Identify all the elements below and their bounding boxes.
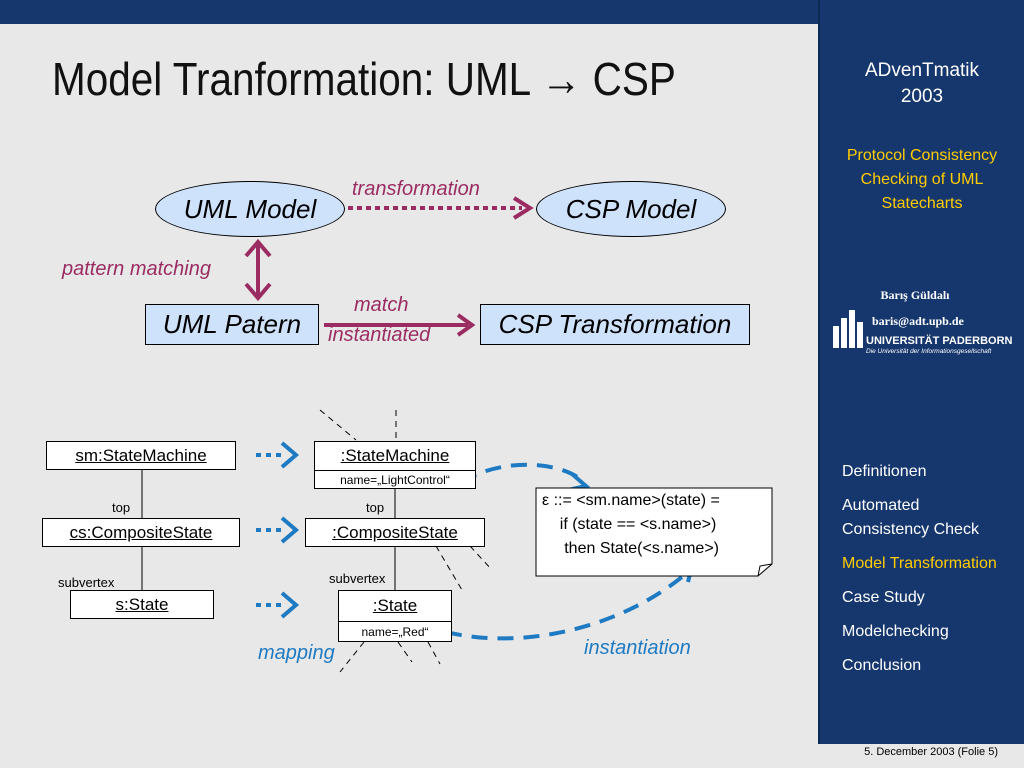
nav-consistency-check[interactable]: Consistency Check	[842, 521, 979, 538]
sidebar	[820, 0, 1024, 744]
csp-transformation-node: CSP Transformation	[480, 304, 750, 345]
left-top-label: top	[112, 500, 131, 515]
subtitle-line: Protocol Consistency	[846, 147, 998, 164]
right-top-label: top	[366, 500, 385, 515]
note-line: then State(<s.name>)	[542, 540, 719, 557]
mapping-label: mapping	[258, 642, 335, 664]
slide-title: Model Tranformation: UML → CSP	[52, 53, 676, 105]
instantiated-label: instantiated	[328, 324, 431, 346]
nav-definitionen[interactable]: Definitionen	[842, 463, 927, 480]
note-line: if (state == <s.name>)	[542, 516, 717, 533]
uml-model-node: UML Model	[155, 181, 345, 237]
s-state-label: s:State	[115, 595, 169, 614]
compositestate-instance-box: :CompositeState	[305, 518, 485, 547]
csp-model-label: CSP Model	[565, 193, 697, 224]
right-subvertex-label: subvertex	[329, 571, 386, 586]
note-line: ε ::= <sm.name>(state) =	[542, 492, 720, 509]
cs-compositestate-box: cs:CompositeState	[42, 518, 240, 547]
nav-model-transformation[interactable]: Model Transformation	[842, 555, 997, 572]
talk-subtitle: Protocol Consistency Checking of UML Sta…	[820, 144, 1024, 216]
nav-conclusion[interactable]: Conclusion	[842, 657, 922, 674]
csp-transformation-label: CSP Transformation	[498, 309, 732, 339]
statemachine-name-attr: name=„LightControl“	[315, 470, 475, 489]
university-name: UNIVERSITÄT PADERBORN	[866, 335, 1013, 347]
uml-patern-node: UML Patern	[145, 304, 319, 345]
author-email[interactable]: baris@adt.upb.de	[872, 314, 964, 328]
slide-footer: 5. December 2003 (Folie 5)	[864, 746, 998, 758]
pattern-matching-arrowhead-down	[244, 282, 272, 302]
state-name-attr: name=„Red“	[339, 621, 451, 642]
sm-statemachine-box: sm:StateMachine	[46, 441, 236, 470]
uml-patern-label: UML Patern	[162, 309, 302, 339]
transformation-arrowhead	[512, 196, 534, 220]
match-label: match	[354, 294, 409, 316]
sidebar-divider	[818, 0, 820, 744]
sm-statemachine-label: sm:StateMachine	[75, 446, 207, 465]
conference-name: ADvenTmatik	[864, 60, 980, 81]
nav-modelchecking[interactable]: Modelchecking	[842, 623, 949, 640]
state-instance-box: :State name=„Red“	[338, 590, 452, 642]
match-arrowhead	[456, 313, 476, 337]
compositestate-instance-label: :CompositeState	[332, 523, 458, 542]
state-instance-label: :State	[372, 596, 418, 615]
pattern-matching-arrowhead-up	[244, 238, 272, 258]
csp-model-node: CSP Model	[536, 181, 726, 237]
nav-automated[interactable]: Automated	[842, 497, 920, 514]
university-tagline: Die Universität der Informationsgesellsc…	[866, 348, 992, 355]
author-name: Barış Güldalı	[880, 288, 950, 302]
instantiation-label: instantiation	[584, 637, 691, 659]
uml-model-label: UML Model	[183, 193, 317, 224]
nav-case-study[interactable]: Case Study	[842, 589, 925, 606]
pattern-matching-label: pattern matching	[62, 258, 211, 280]
cs-compositestate-label: cs:CompositeState	[69, 523, 213, 542]
conference-year: 2003	[900, 86, 944, 107]
subtitle-line: Statecharts	[881, 195, 963, 212]
s-state-box: s:State	[70, 590, 214, 619]
csp-template-note: ε ::= <sm.name>(state) = if (state == <s…	[542, 489, 720, 561]
left-subvertex-label: subvertex	[58, 575, 115, 590]
subtitle-line: Checking of UML	[860, 171, 984, 188]
statemachine-instance-label: :StateMachine	[340, 446, 450, 465]
statemachine-instance-box: :StateMachine name=„LightControl“	[314, 441, 476, 489]
transformation-label: transformation	[352, 178, 480, 200]
